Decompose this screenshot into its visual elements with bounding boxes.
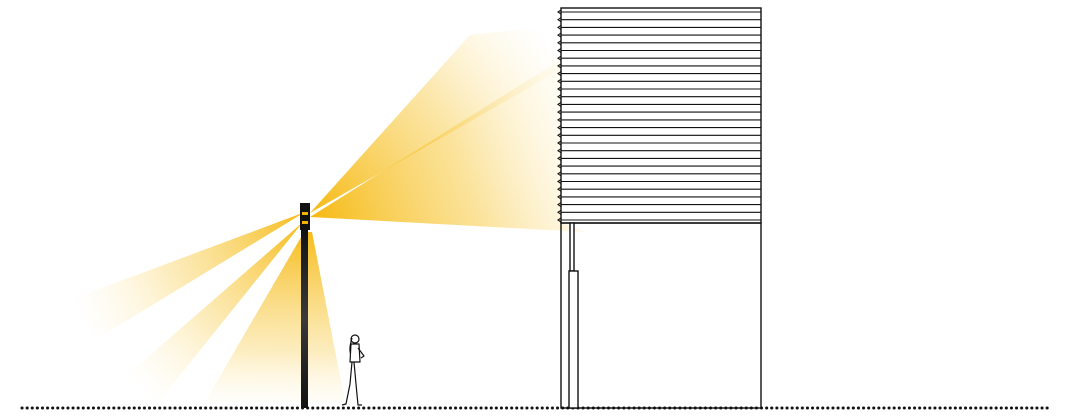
louver-fin: [557, 86, 562, 92]
building-column-upper: [569, 222, 575, 272]
louver-fin: [557, 132, 562, 138]
pedestrian-leg-back: [341, 361, 353, 406]
pedestrian-arm: [357, 347, 365, 359]
building: [557, 7, 762, 409]
pole-lamp-slot: [302, 212, 308, 215]
pedestrian-head: [350, 334, 360, 344]
louver-fin: [557, 48, 562, 53]
louver-fin: [557, 202, 562, 208]
louver-fin: [557, 78, 562, 84]
louver-fin: [557, 24, 562, 30]
beam-down: [205, 232, 345, 402]
beam-facade: [310, 60, 585, 232]
building-column: [568, 270, 579, 409]
louver-fin: [557, 17, 562, 23]
louver-fin: [557, 148, 562, 154]
louver-fin: [557, 171, 562, 177]
louver-fin: [557, 217, 562, 223]
pole-lamp-slot: [302, 221, 308, 224]
beam-left-lower: [110, 222, 303, 400]
pole-shaft: [301, 228, 308, 408]
louver-fin: [557, 194, 562, 200]
light-beams: [70, 25, 585, 402]
beam-left-upper: [70, 212, 305, 340]
louver-fin: [557, 155, 562, 161]
louver-fin: [557, 32, 562, 38]
light-pole: [300, 203, 310, 408]
louver-fin: [557, 209, 562, 215]
louver-fin: [557, 9, 562, 15]
louver-fin: [557, 63, 562, 69]
louver-fin: [557, 179, 562, 184]
pedestrian-torso: [349, 343, 361, 363]
louver-fin: [557, 117, 562, 123]
pole-head: [300, 203, 310, 230]
louver-fin: [557, 163, 562, 169]
pedestrian: [341, 334, 365, 406]
louver-fin: [557, 140, 562, 146]
facade-louvers: [557, 9, 761, 223]
louver-fin: [557, 109, 562, 115]
louver-fin: [557, 94, 562, 100]
louver-fin: [557, 55, 562, 61]
louver-fin: [557, 40, 562, 46]
pedestrian-leg-front: [353, 361, 362, 406]
louver-fin: [557, 71, 562, 77]
building-lower-volume: [560, 222, 762, 409]
building-upper-volume: [560, 7, 762, 224]
louver-fin: [557, 101, 562, 107]
louver-fin: [557, 125, 562, 131]
beam-up: [310, 25, 560, 213]
louver-fin: [557, 186, 562, 192]
